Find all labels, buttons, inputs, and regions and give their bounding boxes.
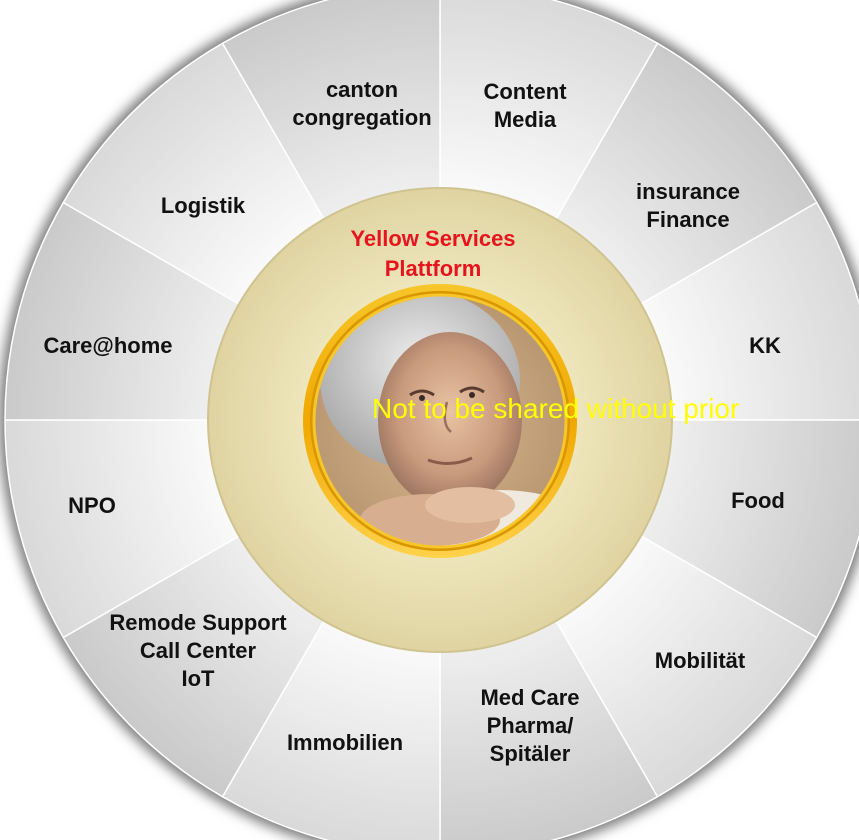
segment-label-remote-support-line-1: Remode Support [109,610,287,635]
segment-label-logistik-line-1: Logistik [161,193,246,218]
segment-label-remote-support-line-3: IoT [182,666,216,691]
segment-label-food-line-1: Food [731,488,785,513]
segment-label-content-media-line-1: Content [483,79,567,104]
segment-label-med-care-line-2: Pharma/ [487,713,574,738]
segment-label-kk-line-1: KK [749,333,781,358]
platform-label-line-2: Plattform [385,256,482,281]
segment-label-npo-line-1: NPO [68,493,116,518]
segment-label-content-media-line-2: Media [494,107,557,132]
segment-label-insurance-finance-line-2: Finance [646,207,729,232]
segment-label-remote-support-line-2: Call Center [140,638,257,663]
segment-label-canton-congregation-line-1: canton [326,77,398,102]
platform-label-line-1: Yellow Services [350,226,515,251]
elderly-woman-portrait-icon [314,295,566,547]
segment-label-canton-congregation-line-2: congregation [292,105,431,130]
segment-label-med-care-line-1: Med Care [480,685,579,710]
segment-label-insurance-finance-line-1: insurance [636,179,740,204]
segment-label-mobilitaet-line-1: Mobilität [655,648,746,673]
segment-label-immobilien-line-1: Immobilien [287,730,403,755]
segment-label-med-care-line-3: Spitäler [490,741,571,766]
portrait-frame [312,293,568,549]
watermark-text: Not to be shared without prior [372,393,739,424]
segment-label-care-home-line-1: Care@home [43,333,172,358]
